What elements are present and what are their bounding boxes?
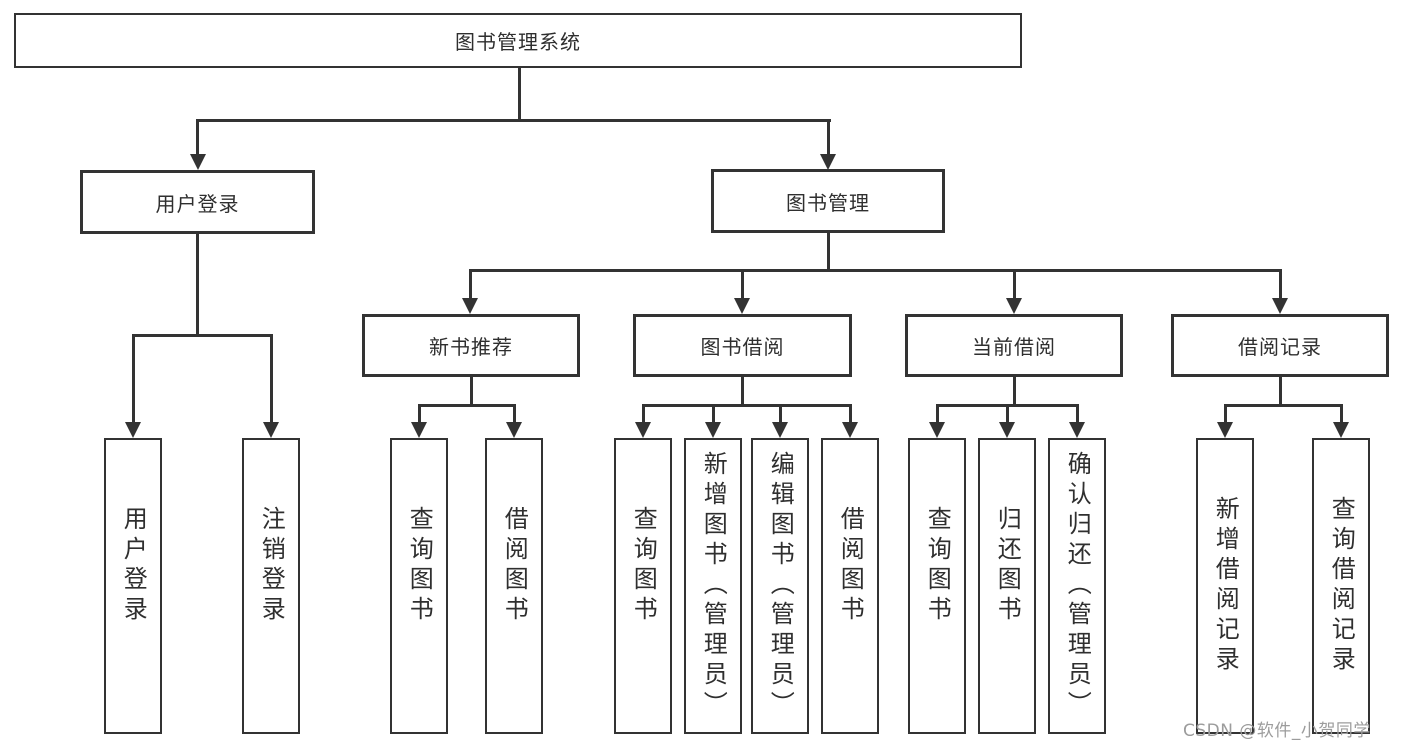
node-leaf-logout: 注销登录 — [242, 438, 300, 734]
arrowhead-icon — [999, 422, 1015, 438]
node-user-login: 用户登录 — [80, 170, 315, 234]
node-leaf-query-books-borrowing: 查询图书 — [614, 438, 672, 734]
node-book-management: 图书管理 — [711, 169, 945, 233]
arrowhead-icon — [190, 154, 206, 170]
arrowhead-icon — [820, 154, 836, 170]
arrowhead-icon — [705, 422, 721, 438]
arrowhead-icon — [842, 422, 858, 438]
node-label: 查询图书 — [923, 506, 952, 626]
connector-line — [740, 271, 744, 299]
node-borrowing-records: 借阅记录 — [1171, 314, 1389, 377]
node-label: 注销登录 — [257, 506, 286, 626]
node-label: 确认归还（管理员） — [1063, 451, 1092, 721]
arrowhead-icon — [772, 422, 788, 438]
arrowhead-icon — [1006, 298, 1022, 314]
csdn-watermark: CSDN @软件_小贺同学 — [1183, 721, 1371, 741]
node-leaf-add-borrow-record: 新增借阅记录 — [1196, 438, 1254, 734]
node-label: 借阅图书 — [836, 506, 865, 626]
connector-line — [848, 406, 852, 424]
connector-line — [741, 377, 744, 406]
arrowhead-icon — [1333, 422, 1349, 438]
node-label: 新书推荐 — [429, 335, 513, 359]
connector-line — [826, 233, 830, 271]
node-label: 图书管理系统 — [455, 30, 581, 54]
node-leaf-edit-books-admin: 编辑图书（管理员） — [751, 438, 809, 734]
arrowhead-icon — [1272, 298, 1288, 314]
arrowhead-icon — [929, 422, 945, 438]
connector-line — [1278, 377, 1282, 406]
node-leaf-query-books-newbooks: 查询图书 — [390, 438, 448, 734]
connector-line — [417, 406, 421, 424]
node-label: 查询图书 — [405, 506, 434, 626]
connector-line — [1012, 377, 1016, 406]
node-leaf-user-login: 用户登录 — [104, 438, 162, 734]
node-new-book-recommendation: 新书推荐 — [362, 314, 580, 377]
connector-line — [131, 336, 135, 423]
connector-line — [641, 406, 645, 424]
arrowhead-icon — [506, 422, 522, 438]
node-leaf-query-borrow-record: 查询借阅记录 — [1312, 438, 1370, 734]
arrowhead-icon — [635, 422, 651, 438]
node-leaf-borrow-books-newbooks: 借阅图书 — [485, 438, 543, 734]
connector-line — [131, 334, 273, 337]
connector-line — [196, 119, 831, 122]
node-label: 当前借阅 — [972, 335, 1056, 359]
node-leaf-confirm-return-admin: 确认归还（管理员） — [1048, 438, 1106, 734]
connector-line — [711, 406, 715, 424]
node-label: 借阅图书 — [500, 506, 529, 626]
connector-line — [935, 404, 1079, 407]
connector-line — [517, 68, 521, 121]
connector-line — [469, 377, 473, 406]
node-leaf-add-books-admin: 新增图书（管理员） — [684, 438, 742, 734]
arrowhead-icon — [263, 422, 279, 438]
connector-line — [1005, 406, 1009, 424]
node-leaf-borrow-books-borrowing: 借阅图书 — [821, 438, 879, 734]
node-leaf-return-books: 归还图书 — [978, 438, 1036, 734]
connector-line — [468, 269, 1282, 272]
node-label: 查询借阅记录 — [1327, 496, 1356, 676]
arrowhead-icon — [411, 422, 427, 438]
node-label: 新增图书（管理员） — [699, 451, 728, 721]
connector-line — [1223, 406, 1227, 424]
node-label: 图书管理 — [786, 190, 870, 215]
arrowhead-icon — [462, 298, 478, 314]
connector-line — [935, 406, 939, 424]
arrowhead-icon — [734, 298, 750, 314]
node-book-borrowing: 图书借阅 — [633, 314, 852, 377]
node-label: 图书借阅 — [700, 335, 785, 359]
connector-line — [196, 234, 199, 336]
connector-line — [196, 121, 199, 155]
arrowhead-icon — [1069, 422, 1085, 438]
node-label: 新增借阅记录 — [1211, 496, 1240, 676]
node-label: 借阅记录 — [1238, 335, 1322, 359]
arrowhead-icon — [1217, 422, 1233, 438]
node-label: 用户登录 — [119, 506, 148, 626]
node-root-library-management-system: 图书管理系统 — [14, 13, 1022, 68]
connector-line — [641, 404, 852, 407]
connector-line — [1075, 406, 1079, 424]
connector-line — [269, 336, 273, 423]
connector-line — [1278, 271, 1282, 299]
node-label: 编辑图书（管理员） — [766, 451, 795, 721]
connector-line — [826, 121, 830, 155]
connector-line — [512, 406, 516, 424]
connector-line — [468, 271, 472, 299]
arrowhead-icon — [125, 422, 141, 438]
node-label: 查询图书 — [629, 506, 658, 626]
node-label: 用户登录 — [155, 191, 240, 216]
node-leaf-query-books-current: 查询图书 — [908, 438, 966, 734]
node-current-borrowing: 当前借阅 — [905, 314, 1123, 377]
connector-line — [1012, 271, 1016, 299]
connector-line — [778, 406, 782, 424]
connector-line — [1223, 404, 1343, 407]
node-label: 归还图书 — [993, 506, 1022, 626]
connector-line — [1339, 406, 1343, 424]
connector-line — [417, 404, 516, 407]
